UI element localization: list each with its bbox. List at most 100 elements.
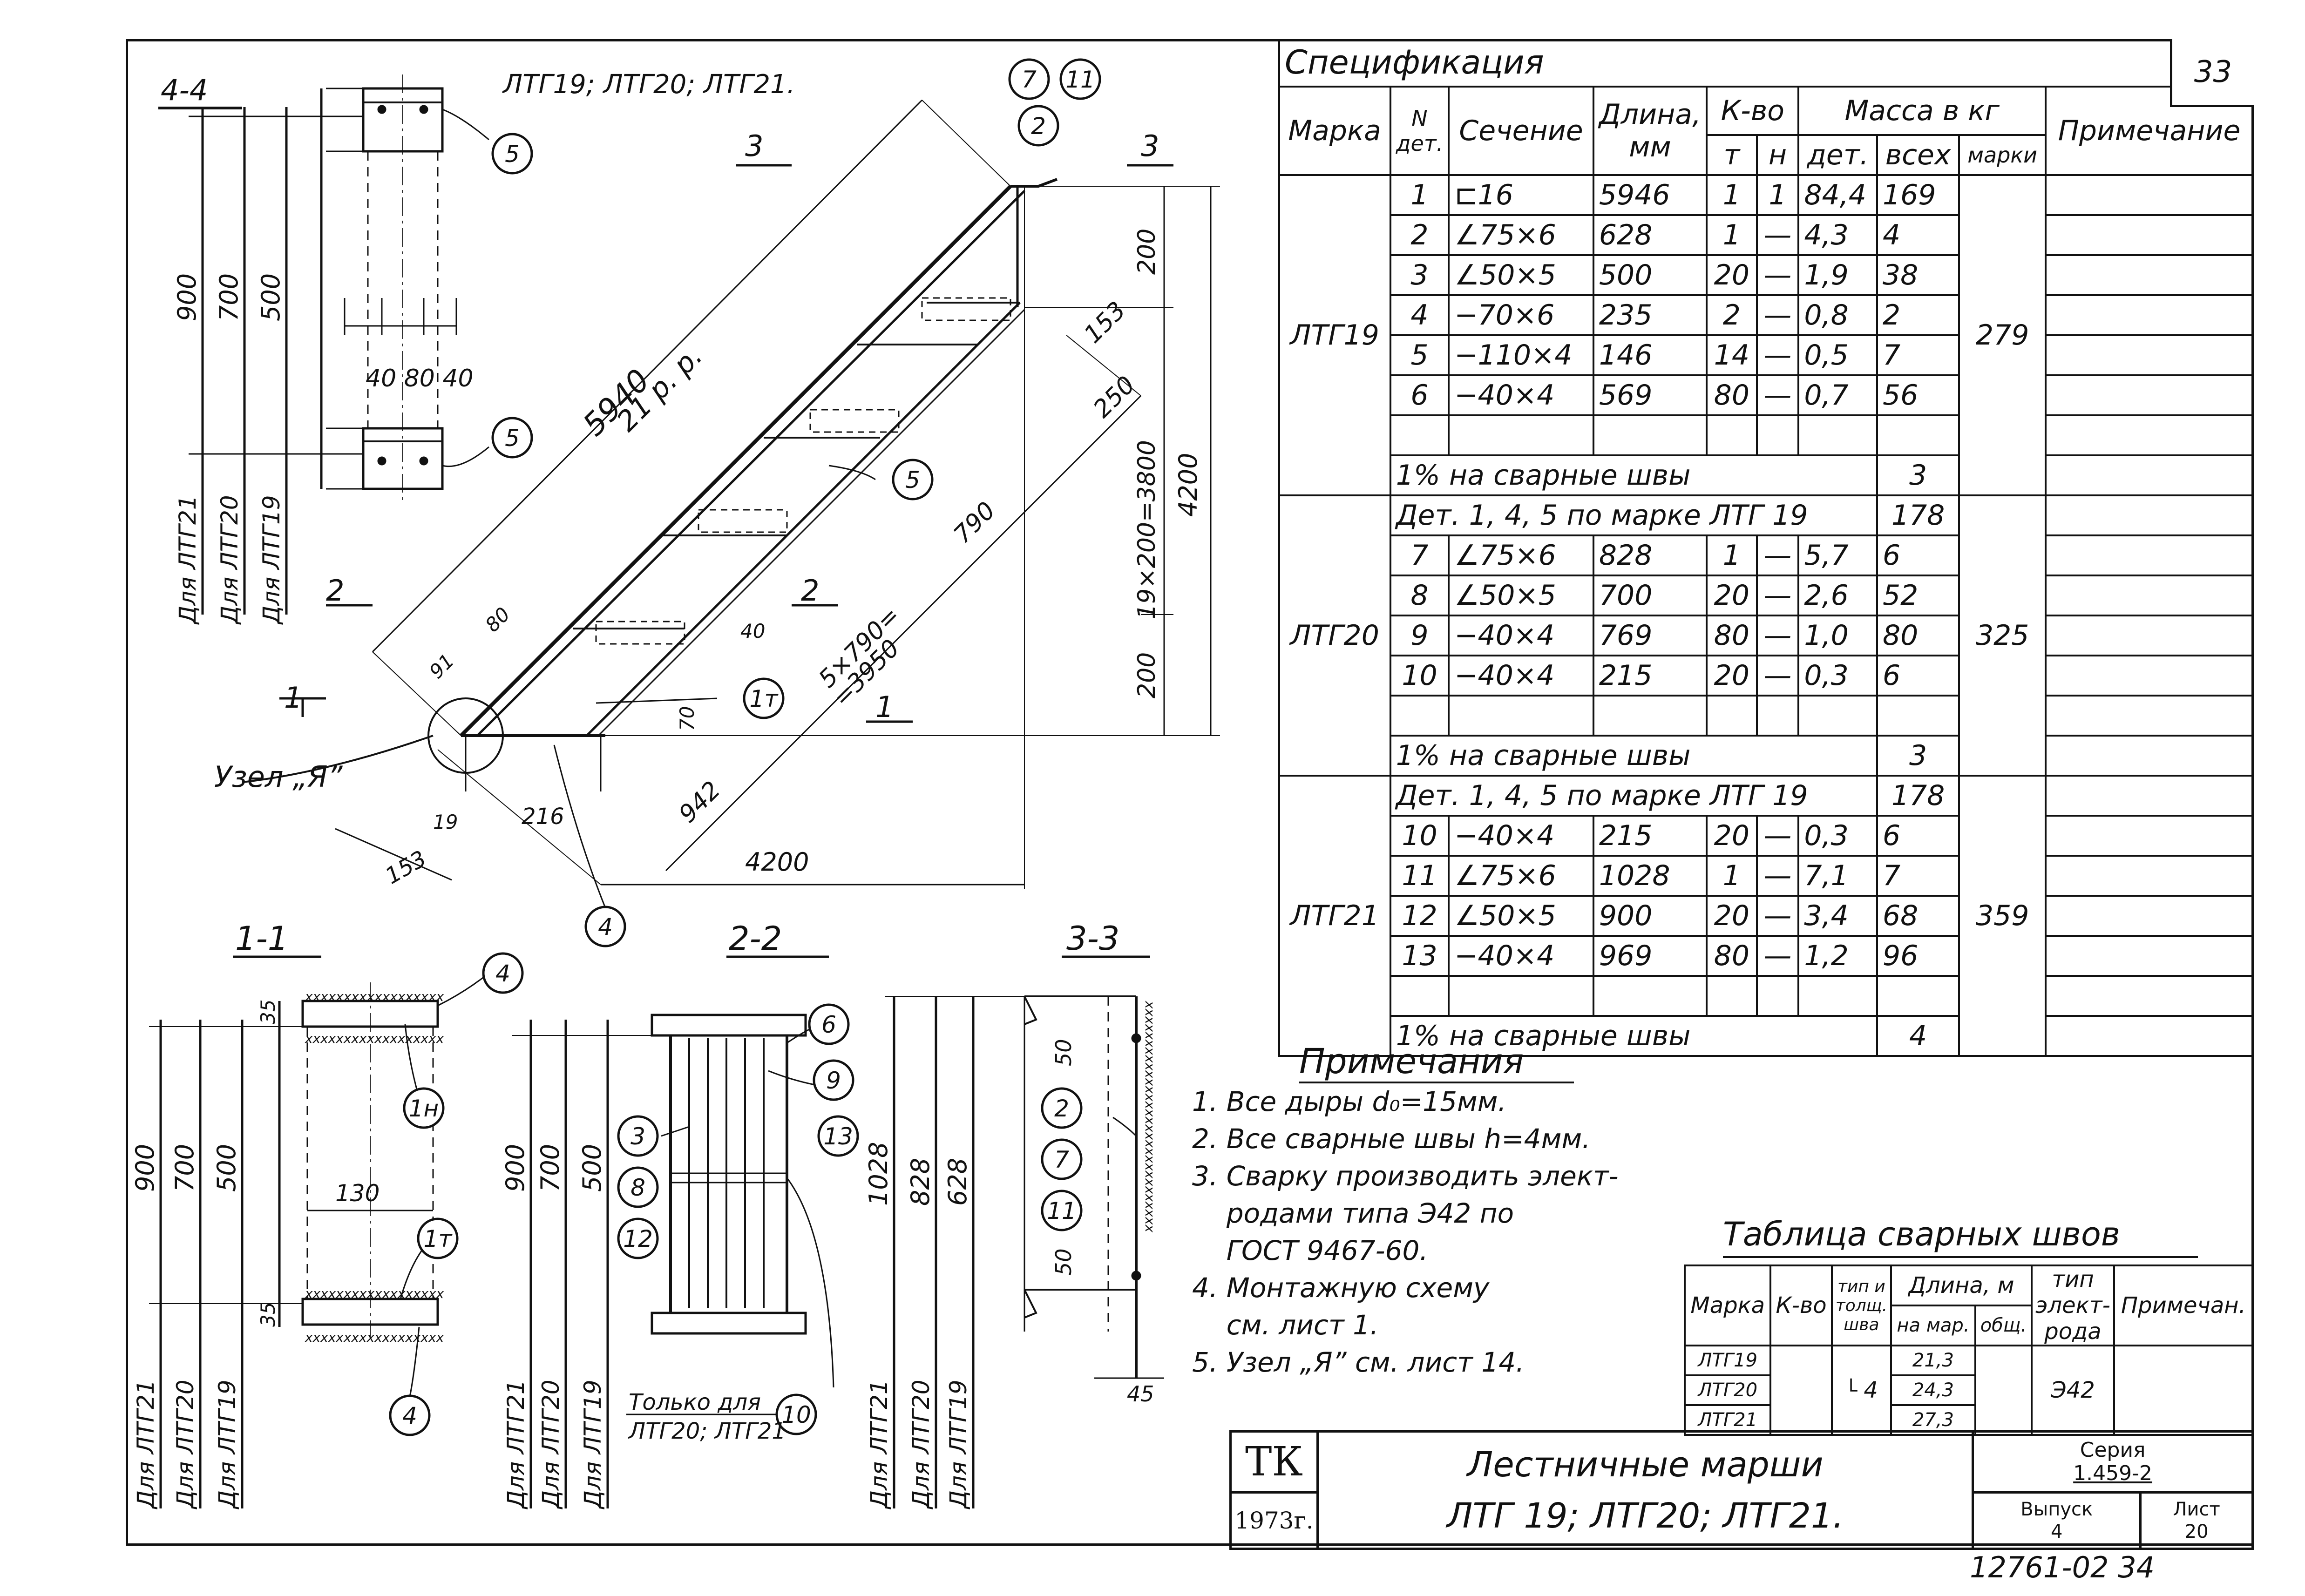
weld-row: ЛТГ19 └ 4 21,3 Э42 xyxy=(1683,1345,2254,1436)
spec-row-empty xyxy=(1279,695,2254,737)
weld-row-mark: ЛТГ20 xyxy=(1683,1374,1772,1406)
callout-4-main xyxy=(584,906,626,947)
row-det: 0,3 xyxy=(1797,815,1878,857)
row-sec: ∠50×5 xyxy=(1448,575,1594,616)
spec-row: 9 −40×4 769 80 — 1,0 80 xyxy=(1279,615,2254,656)
row-n: 11 xyxy=(1389,855,1450,897)
dim-91: 91 xyxy=(425,649,458,683)
row-h: — xyxy=(1756,895,1800,937)
cut-2-right: 2 xyxy=(801,574,819,608)
weld-row: ЛТГ20 24,3 xyxy=(1683,1374,2253,1406)
callout-1t xyxy=(417,1217,459,1259)
row-note xyxy=(2045,655,2254,697)
dim-700-s11: 700 xyxy=(170,1144,199,1192)
dim-50-top: 50 xyxy=(1051,1039,1076,1066)
row-note xyxy=(2045,214,2254,256)
spec-row: 11 ∠75×6 1028 1 — 7,1 7 xyxy=(1279,855,2254,897)
note-item: 4. Монтажную схему см. лист 1. xyxy=(1192,1272,1490,1341)
spec-row: 10 −40×4 215 20 — 0,3 6 xyxy=(1279,815,2254,857)
weld-table: Марка К-во тип и толщ. шва Длина, м тип … xyxy=(1683,1265,2254,1436)
row-h: — xyxy=(1756,294,1800,336)
node-label: Узел „Я” xyxy=(214,760,343,794)
row-len: 569 xyxy=(1592,374,1708,416)
group-mass: 325 xyxy=(1958,494,2047,777)
callout-5-top-text: 5 xyxy=(505,141,520,168)
row-all: 96 xyxy=(1876,935,1960,977)
row-all: 38 xyxy=(1876,254,1960,296)
stamp-title-line2: ЛТГ 19; ЛТГ20; ЛТГ21. xyxy=(1446,1495,1844,1536)
dim-200-top: 200 xyxy=(1133,229,1161,275)
row-note xyxy=(2045,575,2254,616)
row-t: 20 xyxy=(1706,254,1758,296)
spec-row: 4 −70×6 235 2 — 0,8 2 xyxy=(1279,294,2254,336)
note-item: 5. Узел „Я” см. лист 14. xyxy=(1192,1346,1525,1378)
row-t: 20 xyxy=(1706,815,1758,857)
row-h: 1 xyxy=(1756,174,1800,216)
dim-40: 40 xyxy=(740,620,765,642)
row-h: — xyxy=(1756,374,1800,416)
weld-value: 3 xyxy=(1876,454,1960,496)
callout-12 xyxy=(617,1217,659,1259)
row-all: 7 xyxy=(1876,334,1960,376)
marks-header: ЛТГ19; ЛТГ20; ЛТГ21. xyxy=(502,69,795,100)
callout-10-text: 10 xyxy=(781,1401,811,1428)
spec-row: 7 ∠75×6 828 1 — 5,7 6 xyxy=(1279,534,2254,576)
section-1-1-view: xxxxxxxxxxxxxxxxxx xxxxxxxxxxxxxxxxxx xx… xyxy=(149,955,489,1508)
for-ltg21-s11: Для ЛТГ21 xyxy=(132,1380,159,1509)
dim-900-s44: 900 xyxy=(172,273,202,321)
for-ltg21-s22: Для ЛТГ21 xyxy=(502,1380,529,1509)
row-sec: −40×4 xyxy=(1448,374,1594,416)
spec-row: ЛТГ19 1 ⊏16 5946 1 1 84,4 169 279 xyxy=(1278,174,2254,496)
row-n: 13 xyxy=(1389,935,1450,977)
dim-828: 828 xyxy=(906,1158,935,1206)
row-det: 4,3 xyxy=(1797,214,1878,256)
weld-row-len: 21,3 xyxy=(1890,1345,1976,1376)
dim-40-80-40: 40 80 40 xyxy=(366,365,474,392)
weld-row-mark: ЛТГ19 xyxy=(1683,1345,1772,1376)
hdr-num: N дет. xyxy=(1389,86,1450,176)
row-all: 4 xyxy=(1876,214,1960,256)
callout-13 xyxy=(817,1115,859,1157)
dim-200-bottom: 200 xyxy=(1133,652,1161,698)
row-det: 0,5 xyxy=(1797,334,1878,376)
row-len: 969 xyxy=(1592,935,1708,977)
dim-19: 19 xyxy=(433,811,458,833)
row-t: 1 xyxy=(1706,214,1758,256)
ref-value: 178 xyxy=(1876,775,1960,817)
stamp-org: ТК xyxy=(1229,1430,1319,1494)
stamp-sheet-value: 20 xyxy=(2184,1521,2209,1542)
cut-1-left: 1 xyxy=(284,681,302,715)
bottom-code: 12761-02 34 xyxy=(1970,1550,2155,1584)
weld-row-total xyxy=(1974,1345,2033,1436)
dim-35-bottom: 35 xyxy=(257,1302,279,1327)
callout-2 xyxy=(1017,105,1059,147)
weld-row-type: └ 4 xyxy=(1830,1345,1892,1436)
dim-250: 250 xyxy=(1088,371,1141,424)
section-1-1-title: 1-1 xyxy=(235,920,288,958)
section-3-3-title: 3-3 xyxy=(1066,920,1119,958)
row-all: 52 xyxy=(1876,575,1960,616)
row-n: 7 xyxy=(1389,534,1450,576)
row-n: 6 xyxy=(1389,374,1450,416)
spec-weld-row: 1% на сварные швы 4 xyxy=(1279,1015,2254,1057)
row-sec: −40×4 xyxy=(1448,655,1594,697)
for-ltg19-s22: Для ЛТГ19 xyxy=(579,1380,606,1509)
cut-2-left: 2 xyxy=(326,574,344,608)
row-t: 80 xyxy=(1706,935,1758,977)
row-h: — xyxy=(1756,815,1800,857)
hdr-mass-mark: марки xyxy=(1958,134,2047,176)
weld-value: 4 xyxy=(1876,1015,1960,1057)
cut-3-right: 3 xyxy=(1141,129,1159,163)
ref-label: Дет. 1, 4, 5 по марке ЛТГ 19 xyxy=(1389,494,1878,536)
row-det: 1,0 xyxy=(1797,615,1878,656)
callout-5-bottom-text: 5 xyxy=(505,425,520,452)
row-n: 5 xyxy=(1389,334,1450,376)
sheet-number-box: 33 xyxy=(2170,39,2254,107)
row-note xyxy=(2045,534,2254,576)
dim-900-s11: 900 xyxy=(130,1144,160,1192)
svg-text:xxxxxxxxxxxxxxxxxx: xxxxxxxxxxxxxxxxxx xyxy=(305,989,444,1004)
callout-11-s33 xyxy=(1041,1190,1083,1231)
spec-weld-row: 1% на сварные швы 3 xyxy=(1279,735,2254,777)
note-item: 3. Сварку производить элект- родами типа… xyxy=(1192,1160,1619,1266)
section-4-4-view xyxy=(158,74,489,615)
